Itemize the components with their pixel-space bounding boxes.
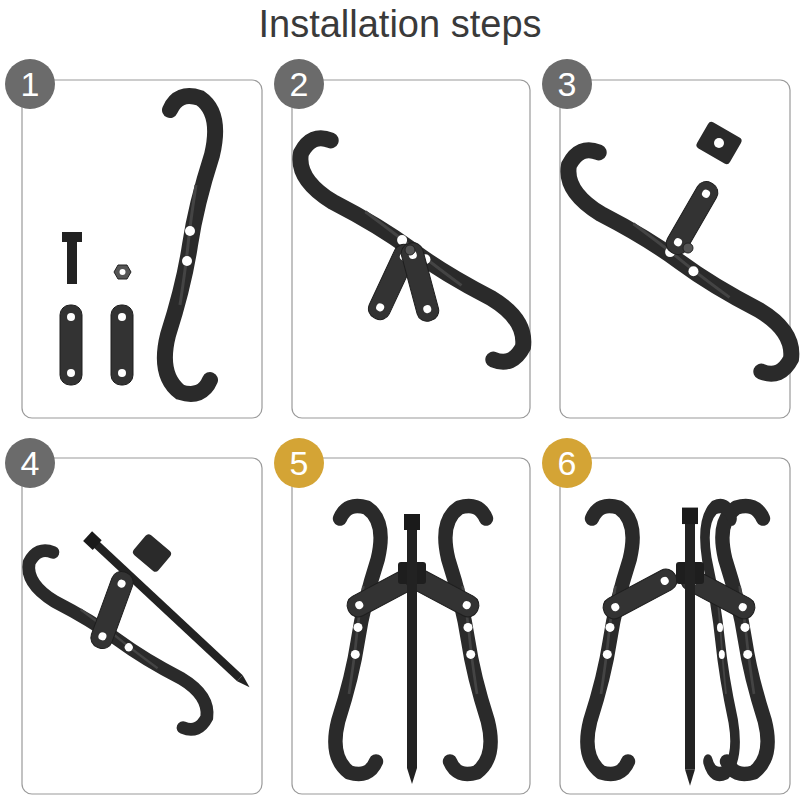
panel-frame	[22, 80, 790, 794]
step-number-badge: 1	[5, 59, 55, 109]
step-number: 4	[21, 446, 40, 480]
title: Installation steps	[0, 2, 800, 46]
step-number-badge: 5	[274, 438, 324, 488]
step-number-badge: 6	[542, 438, 592, 488]
step-number: 2	[290, 67, 309, 101]
arm-with-screw	[20, 531, 254, 738]
arm-with-yoke	[557, 121, 800, 386]
two-jaw-puller	[335, 506, 490, 784]
step-number-badge: 4	[5, 438, 55, 488]
step-number: 6	[558, 446, 577, 480]
step-number: 5	[290, 446, 309, 480]
three-jaw-puller	[587, 506, 767, 786]
step-number-badge: 2	[274, 59, 324, 109]
step-number-badge: 3	[542, 59, 592, 109]
step-number: 3	[558, 67, 577, 101]
parts	[60, 96, 215, 394]
step-number: 1	[21, 67, 40, 101]
arm-with-plates	[289, 127, 535, 373]
